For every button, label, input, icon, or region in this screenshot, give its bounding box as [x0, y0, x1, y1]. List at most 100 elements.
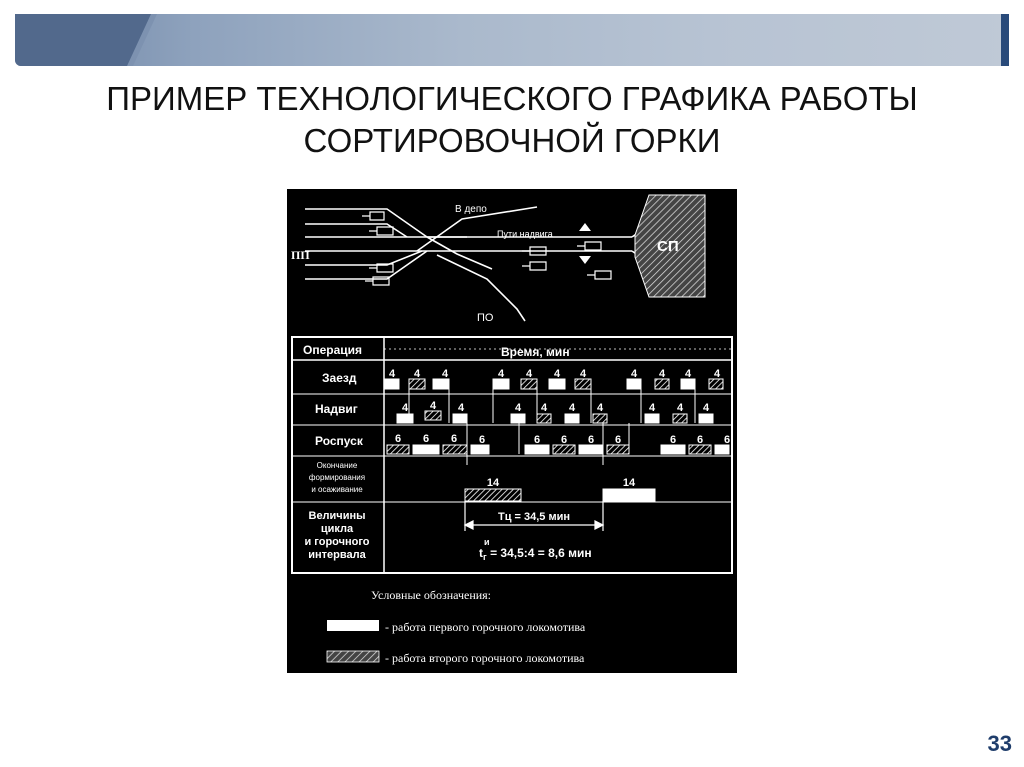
rospusk-label: 6 — [423, 433, 429, 445]
nadvig-bar — [452, 413, 468, 424]
label-pp: ПП — [291, 248, 310, 262]
row-okonchanie-line1: Окончание — [317, 461, 358, 470]
zaezd-labels: 4 4 4 4 4 4 4 4 4 4 4 — [389, 368, 721, 380]
rospusk-label: 6 — [534, 434, 540, 446]
zaezd-label: 4 — [685, 368, 692, 380]
zaezd-label: 4 — [714, 368, 721, 380]
legend-first: - работа первого горочного локомотива — [385, 620, 586, 634]
rospusk-label: 6 — [561, 434, 567, 446]
rospusk-label: 6 — [697, 434, 703, 446]
nadvig-label: 4 — [458, 402, 465, 414]
zaezd-bar — [574, 378, 592, 390]
nadvig-label: 4 — [569, 402, 576, 414]
rospusk-bar — [386, 444, 410, 455]
zaezd-label: 4 — [389, 368, 396, 380]
rospusk-bar — [412, 444, 440, 455]
zaezd-bar — [408, 378, 426, 390]
nadvig-bar — [592, 413, 608, 424]
schedule-table — [291, 336, 733, 574]
nadvig-bar — [564, 413, 580, 424]
tc-arrow — [463, 501, 605, 531]
nadvig-label: 4 — [402, 402, 409, 414]
label-v-delo: В депо — [455, 204, 487, 215]
okonchanie-label: 14 — [623, 477, 636, 489]
banner-right-bar — [1001, 14, 1009, 66]
zaezd-label: 4 — [580, 368, 587, 380]
zaezd-label: 4 — [526, 368, 533, 380]
nadvig-label: 4 — [597, 402, 604, 414]
row-zaezd: Заезд — [322, 371, 357, 385]
okonchanie-bar — [602, 488, 656, 502]
slide-title-line1: ПРИМЕР ТЕХНОЛОГИЧЕСКОГО ГРАФИКА РАБОТЫ — [106, 80, 918, 117]
col-time: Время, мин — [501, 345, 570, 359]
nadvig-labels: 4 4 4 4 4 4 4 4 4 4 — [402, 400, 710, 414]
rospusk-label: 6 — [588, 434, 594, 446]
tc-label: Тц = 34,5 мин — [498, 511, 570, 523]
row-velichiny-line3: и горочного — [304, 536, 369, 548]
row-okonchanie-line3: и осаживание — [311, 485, 363, 494]
zaezd-bar — [548, 378, 566, 390]
rospusk-bar — [688, 444, 712, 455]
zaezd-bar — [432, 378, 450, 390]
nadvig-bar — [644, 413, 660, 424]
legend-second: - работа второго горочного локомотива — [385, 651, 585, 665]
zaezd-bar — [708, 378, 724, 390]
tg-sup: и — [484, 537, 490, 547]
zaezd-bar — [384, 378, 400, 390]
wagon-groups — [362, 211, 612, 286]
rospusk-label: 6 — [451, 433, 457, 445]
rospusk-bar — [714, 444, 730, 455]
track-scheme — [305, 206, 653, 322]
row-velichiny-line2: цикла — [321, 523, 354, 535]
rospusk-labels: 6 6 6 6 6 6 6 6 6 6 6 — [395, 433, 730, 446]
rospusk-bars — [386, 444, 730, 455]
rospusk-label: 6 — [395, 433, 401, 445]
nadvig-bar — [510, 413, 526, 424]
hump-signals — [579, 223, 591, 264]
row-velichiny-line4: интервала — [308, 549, 366, 561]
rospusk-label: 6 — [670, 434, 676, 446]
zaezd-label: 4 — [659, 368, 666, 380]
nadvig-bar — [396, 413, 414, 424]
nadvig-label: 4 — [703, 402, 710, 414]
nadvig-label: 4 — [430, 400, 437, 412]
rospusk-bar — [552, 444, 576, 455]
row-velichiny-line1: Величины — [309, 510, 366, 522]
rospusk-label: 6 — [479, 434, 485, 446]
label-sp: СП — [657, 238, 679, 255]
schedule-connectors — [408, 389, 696, 465]
nadvig-bar — [424, 410, 442, 421]
hump-sp-block — [634, 194, 706, 298]
header-banner — [15, 14, 1009, 66]
zaezd-label: 4 — [631, 368, 638, 380]
hump-schedule-figure: В депо Пути надвига ПП СП ПО Операция Вр… — [287, 189, 737, 673]
zaezd-label: 4 — [442, 368, 449, 380]
rospusk-bar — [606, 444, 630, 455]
legend-swatch-first — [327, 620, 379, 631]
zaezd-label: 4 — [498, 368, 505, 380]
nadvig-label: 4 — [649, 402, 656, 414]
tg-symbol: t — [479, 546, 483, 560]
label-puti-nadviga: Пути надвига — [497, 229, 553, 239]
nadvig-label: 4 — [515, 402, 522, 414]
zaezd-label: 4 — [554, 368, 561, 380]
nadvig-bar — [672, 413, 688, 424]
nadvig-bar — [536, 413, 552, 424]
zaezd-bar — [492, 378, 510, 390]
zaezd-bar — [654, 378, 670, 390]
legend-title: Условные обозначения: — [371, 588, 491, 602]
rospusk-bar — [524, 444, 550, 455]
okonchanie-bar — [464, 488, 522, 502]
okonchanie-label: 14 — [487, 477, 500, 489]
rospusk-bar — [470, 444, 490, 455]
nadvig-label: 4 — [677, 402, 684, 414]
row-okonchanie-line2: формирования — [309, 473, 365, 482]
hump-schedule-svg: В депо Пути надвига ПП СП ПО Операция Вр… — [291, 194, 733, 665]
tg-rest: = 34,5:4 = 8,6 мин — [487, 546, 592, 560]
zaezd-bar — [680, 378, 696, 390]
rospusk-bar — [578, 444, 604, 455]
rospusk-label: 6 — [615, 434, 621, 446]
row-rospusk: Роспуск — [315, 434, 364, 448]
zaezd-label: 4 — [414, 368, 421, 380]
zaezd-bars — [384, 378, 724, 390]
